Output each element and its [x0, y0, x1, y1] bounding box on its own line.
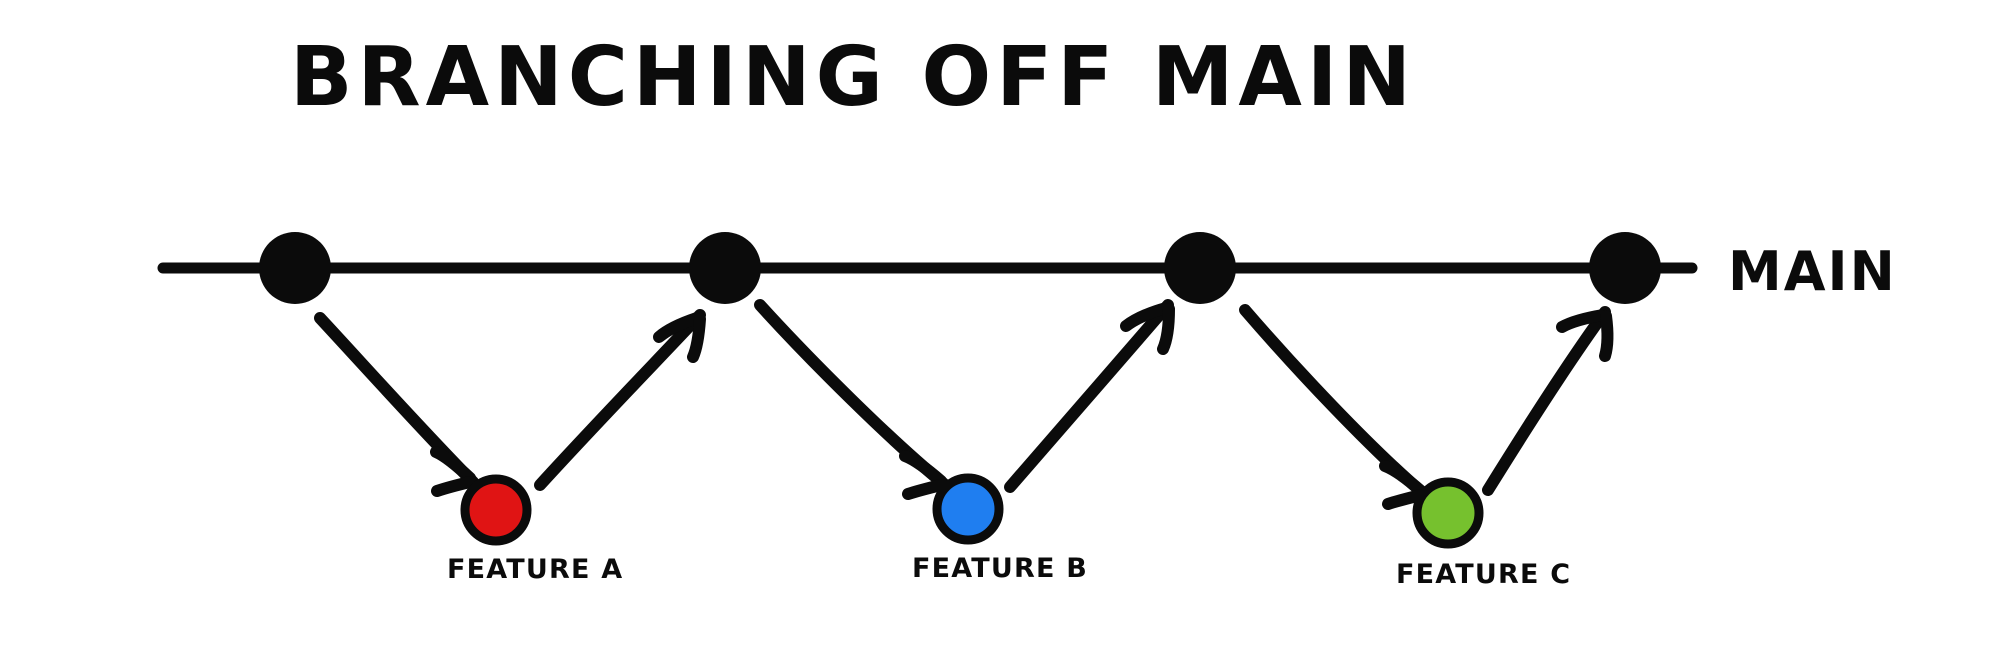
main-branch-group: MAIN	[157, 232, 1897, 304]
feature-a-label: FEATURE A	[447, 554, 623, 585]
feature-a-node[interactable]	[460, 474, 532, 546]
merge-arrow-c	[1482, 306, 1614, 496]
main-commit-4[interactable]	[1589, 232, 1661, 304]
arrows-group	[314, 299, 1614, 510]
main-commit-3[interactable]	[1164, 232, 1236, 304]
feature-b-node-group: FEATURE B	[912, 473, 1088, 584]
main-commit-1[interactable]	[259, 232, 331, 304]
branch-arrow-b	[754, 299, 950, 500]
feature-a-node-group: FEATURE A	[447, 474, 623, 585]
merge-arrow-a	[534, 309, 706, 491]
feature-nodes-group: FEATURE A FEATURE B FEATURE C	[447, 473, 1571, 590]
feature-b-label: FEATURE B	[912, 553, 1088, 584]
diagram-title: BRANCHING OFF MAIN	[290, 30, 1416, 125]
merge-arrow-b	[1004, 299, 1175, 493]
branch-arrow-c	[1239, 304, 1430, 510]
feature-b-node[interactable]	[932, 473, 1004, 545]
branch-arrow-a	[314, 312, 479, 497]
feature-c-label: FEATURE C	[1396, 559, 1571, 590]
main-branch-label: MAIN	[1728, 240, 1897, 303]
feature-c-node[interactable]	[1412, 477, 1484, 549]
feature-c-node-group: FEATURE C	[1396, 477, 1571, 590]
main-commit-2[interactable]	[689, 232, 761, 304]
